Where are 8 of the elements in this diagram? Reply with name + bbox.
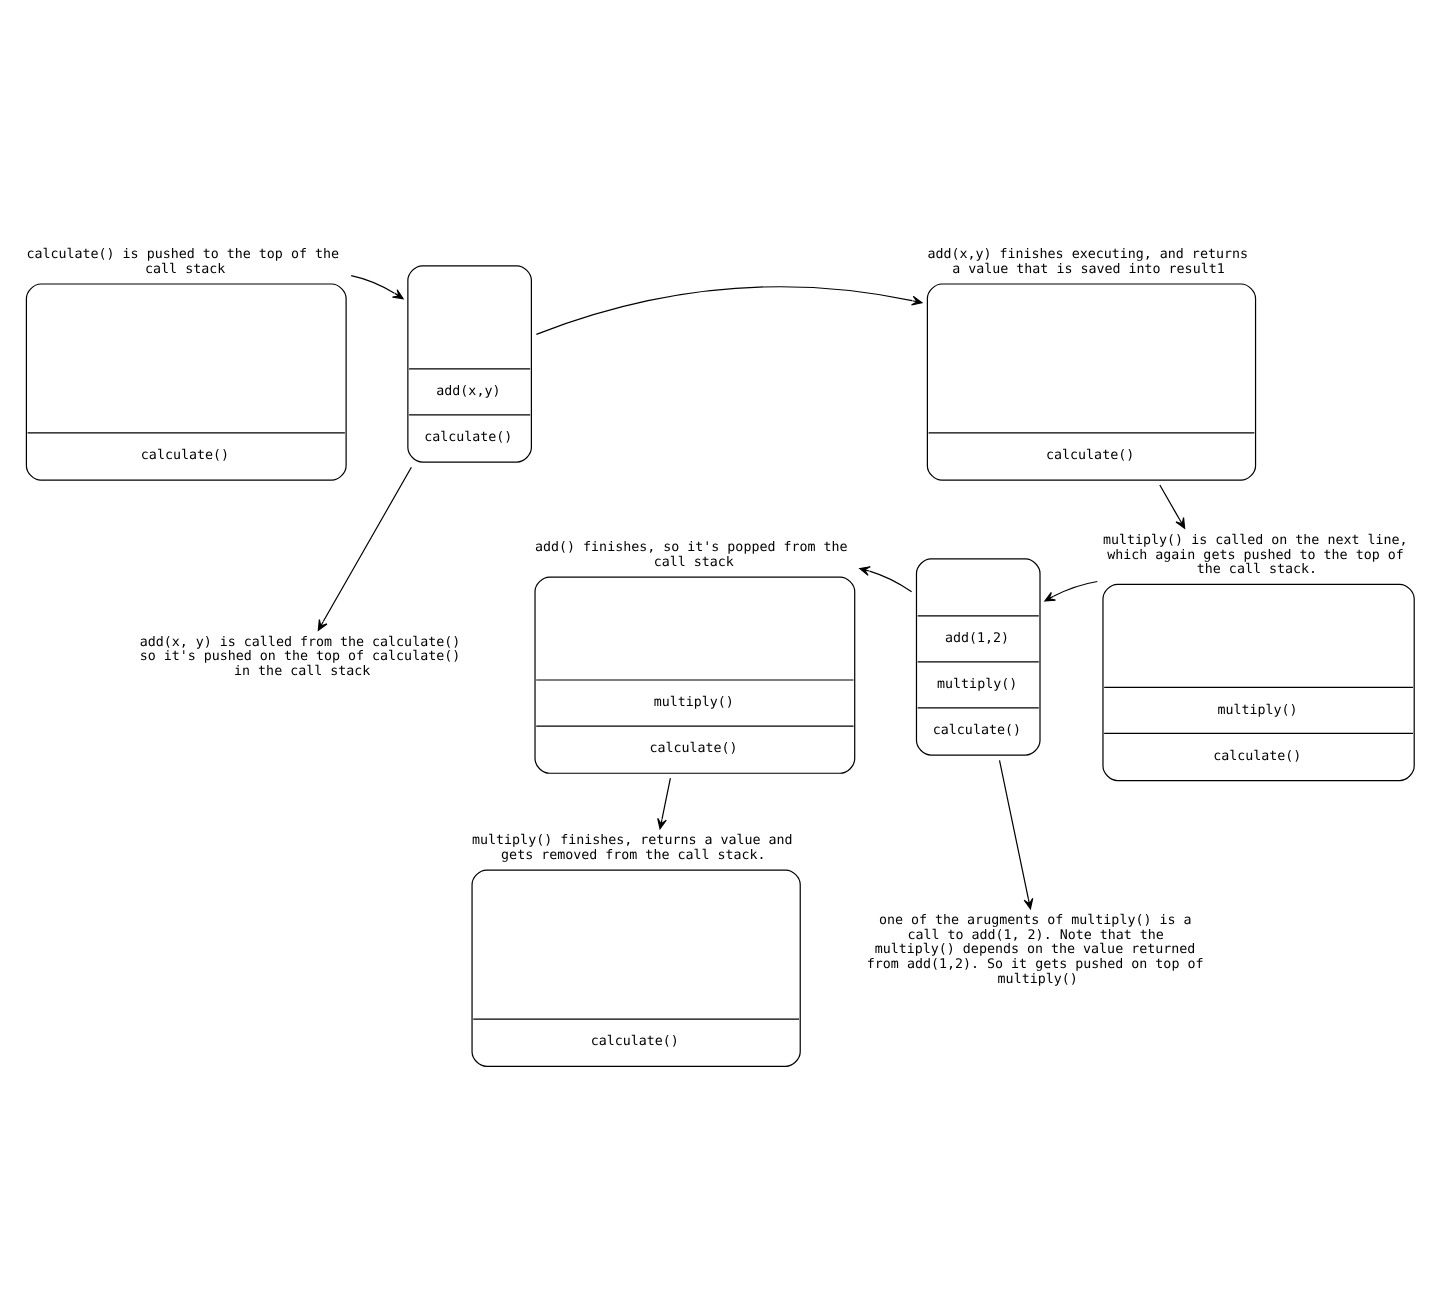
arrow	[350, 273, 404, 299]
arrow	[1159, 483, 1186, 528]
arrow	[317, 465, 412, 630]
arrow	[859, 565, 913, 592]
arrow	[657, 776, 671, 829]
arrow	[998, 758, 1034, 909]
arrow	[535, 285, 923, 334]
arrow	[1044, 579, 1098, 601]
